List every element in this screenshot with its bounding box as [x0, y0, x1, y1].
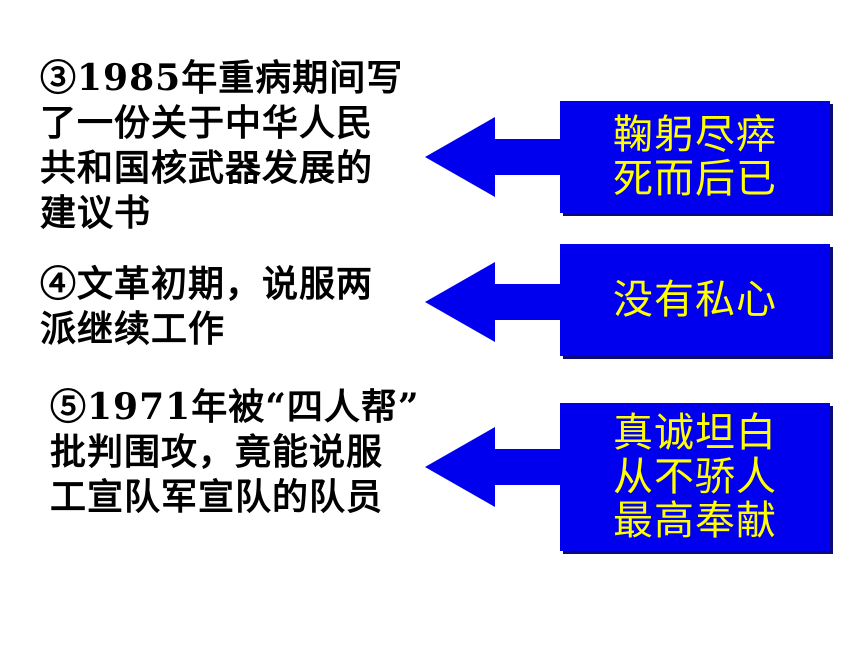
event-3-line-2: 批判围攻，竟能说服 — [50, 431, 384, 473]
event-3-line-1: ⑤1971年被“四人帮” — [50, 386, 420, 428]
left-arrow-icon — [425, 117, 585, 197]
virtue-box-3: 真诚坦白 从不骄人 最高奉献 — [560, 403, 830, 551]
virtue-box-1: 鞠躬尽瘁 死而后已 — [560, 101, 830, 213]
virtue-2-line-1: 没有私心 — [613, 277, 777, 323]
virtue-1-line-1: 鞠躬尽瘁 — [613, 112, 777, 158]
event-1-line-1: ③1985年重病期间写 — [40, 57, 404, 99]
virtue-3-line-1: 真诚坦白 — [613, 410, 777, 456]
event-text-3: ⑤1971年被“四人帮” 批判围攻，竟能说服 工宣队军宣队的队员 — [50, 385, 420, 520]
event-text-1: ③1985年重病期间写 了一份关于中华人民 共和国核武器发展的 建议书 — [40, 56, 403, 236]
virtue-1-line-2: 死而后已 — [613, 156, 777, 202]
virtue-3-line-2: 从不骄人 — [613, 454, 777, 500]
event-text-2: ④文革初期，说服两 派继续工作 — [40, 262, 373, 352]
event-1-line-2: 了一份关于中华人民 — [40, 102, 374, 144]
event-2-line-1: ④文革初期，说服两 — [40, 263, 374, 305]
event-2-line-2: 派继续工作 — [40, 308, 226, 350]
left-arrow-icon — [425, 427, 585, 507]
event-3-line-3: 工宣队军宣队的队员 — [50, 476, 384, 518]
virtue-3-line-3: 最高奉献 — [613, 498, 777, 544]
virtue-box-2: 没有私心 — [560, 244, 830, 356]
event-1-line-3: 共和国核武器发展的 — [40, 147, 374, 189]
event-1-line-4: 建议书 — [40, 192, 152, 234]
left-arrow-icon — [425, 262, 585, 342]
